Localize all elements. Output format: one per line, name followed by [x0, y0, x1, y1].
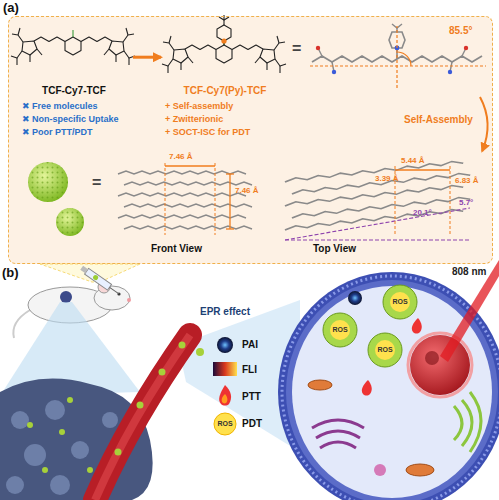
cell — [278, 260, 499, 500]
legend-text: PTT — [242, 391, 261, 402]
edge-label: Self-Assembly — [404, 114, 473, 125]
panel-label: (a) — [3, 1, 19, 15]
bullet-text: ✖ Non-specific Uptake — [22, 115, 119, 125]
angle-label: 5.7° — [459, 199, 473, 208]
wavelength-label: 808 nm — [452, 266, 486, 277]
equals-sign: = — [292, 40, 301, 58]
distance-label: 7.46 Å — [235, 187, 259, 196]
ros-label: ROS — [373, 346, 397, 354]
bullet-text: ✖ Poor PTT/PDT — [22, 128, 93, 138]
molecule-name: TCF-Cy7(Py)-TCF — [161, 85, 289, 96]
bullet-text: + SOCT-ISC for PDT — [165, 128, 250, 138]
process-arrow — [133, 56, 161, 59]
distance-label: 6.83 Å — [455, 177, 479, 186]
molecule-name: TCF-Cy7-TCF — [15, 85, 133, 96]
front-view: 7.46 Å 7.46 Å Front View — [111, 151, 261, 259]
panel-box: (a)TCF-Cy7-TCFTCF-Cy7(Py)-TCF85.5°7.46 Å… — [8, 16, 493, 264]
molecule-skeleton — [11, 28, 135, 65]
ros-label: ROS — [213, 420, 237, 428]
front-view-packing — [118, 163, 252, 235]
top-view-packing — [285, 160, 471, 240]
molecule-skeleton-py — [162, 15, 286, 73]
molecule-structure: TCF-Cy7-TCF — [15, 23, 133, 99]
molecule-model: 85.5° — [309, 23, 489, 97]
legend-text: PDT — [242, 418, 262, 429]
top-view: 5.44 Å3.39 Å 6.83 Å 20.1° 5.7° Top View — [263, 151, 489, 259]
view-title: Front View — [151, 243, 202, 254]
distance-label: 3.39 Å — [375, 175, 399, 184]
angle-label: 85.5° — [449, 25, 472, 36]
panel-label: (b) — [2, 266, 19, 280]
molecule-3d-model — [310, 24, 486, 88]
angle-label: 20.1° — [413, 209, 432, 218]
bullet-text: + Zwitterionic — [165, 115, 223, 125]
nanoparticle-spheres — [28, 162, 84, 236]
view-title: Top View — [313, 243, 356, 254]
legend-text: FLI — [242, 364, 257, 375]
tumor-tissue — [0, 302, 153, 500]
process-arrow — [480, 97, 488, 151]
molecule-structure: TCF-Cy7(Py)-TCF — [161, 23, 289, 99]
legend-text: PAI — [242, 339, 258, 350]
process-label: EPR effect — [200, 306, 250, 317]
ros-label: ROS — [328, 326, 352, 334]
legend-icons — [213, 337, 237, 435]
ros-label: ROS — [388, 298, 412, 306]
distance-label: 7.46 Å — [169, 153, 193, 162]
panel-a-background — [8, 16, 493, 264]
blood-vessel — [95, 300, 300, 500]
equals-sign: = — [92, 174, 101, 192]
distance-label: 5.44 Å — [401, 157, 425, 166]
bullet-text: ✖ Free molecules — [22, 102, 98, 112]
bullet-text: + Self-assembly — [165, 102, 233, 112]
